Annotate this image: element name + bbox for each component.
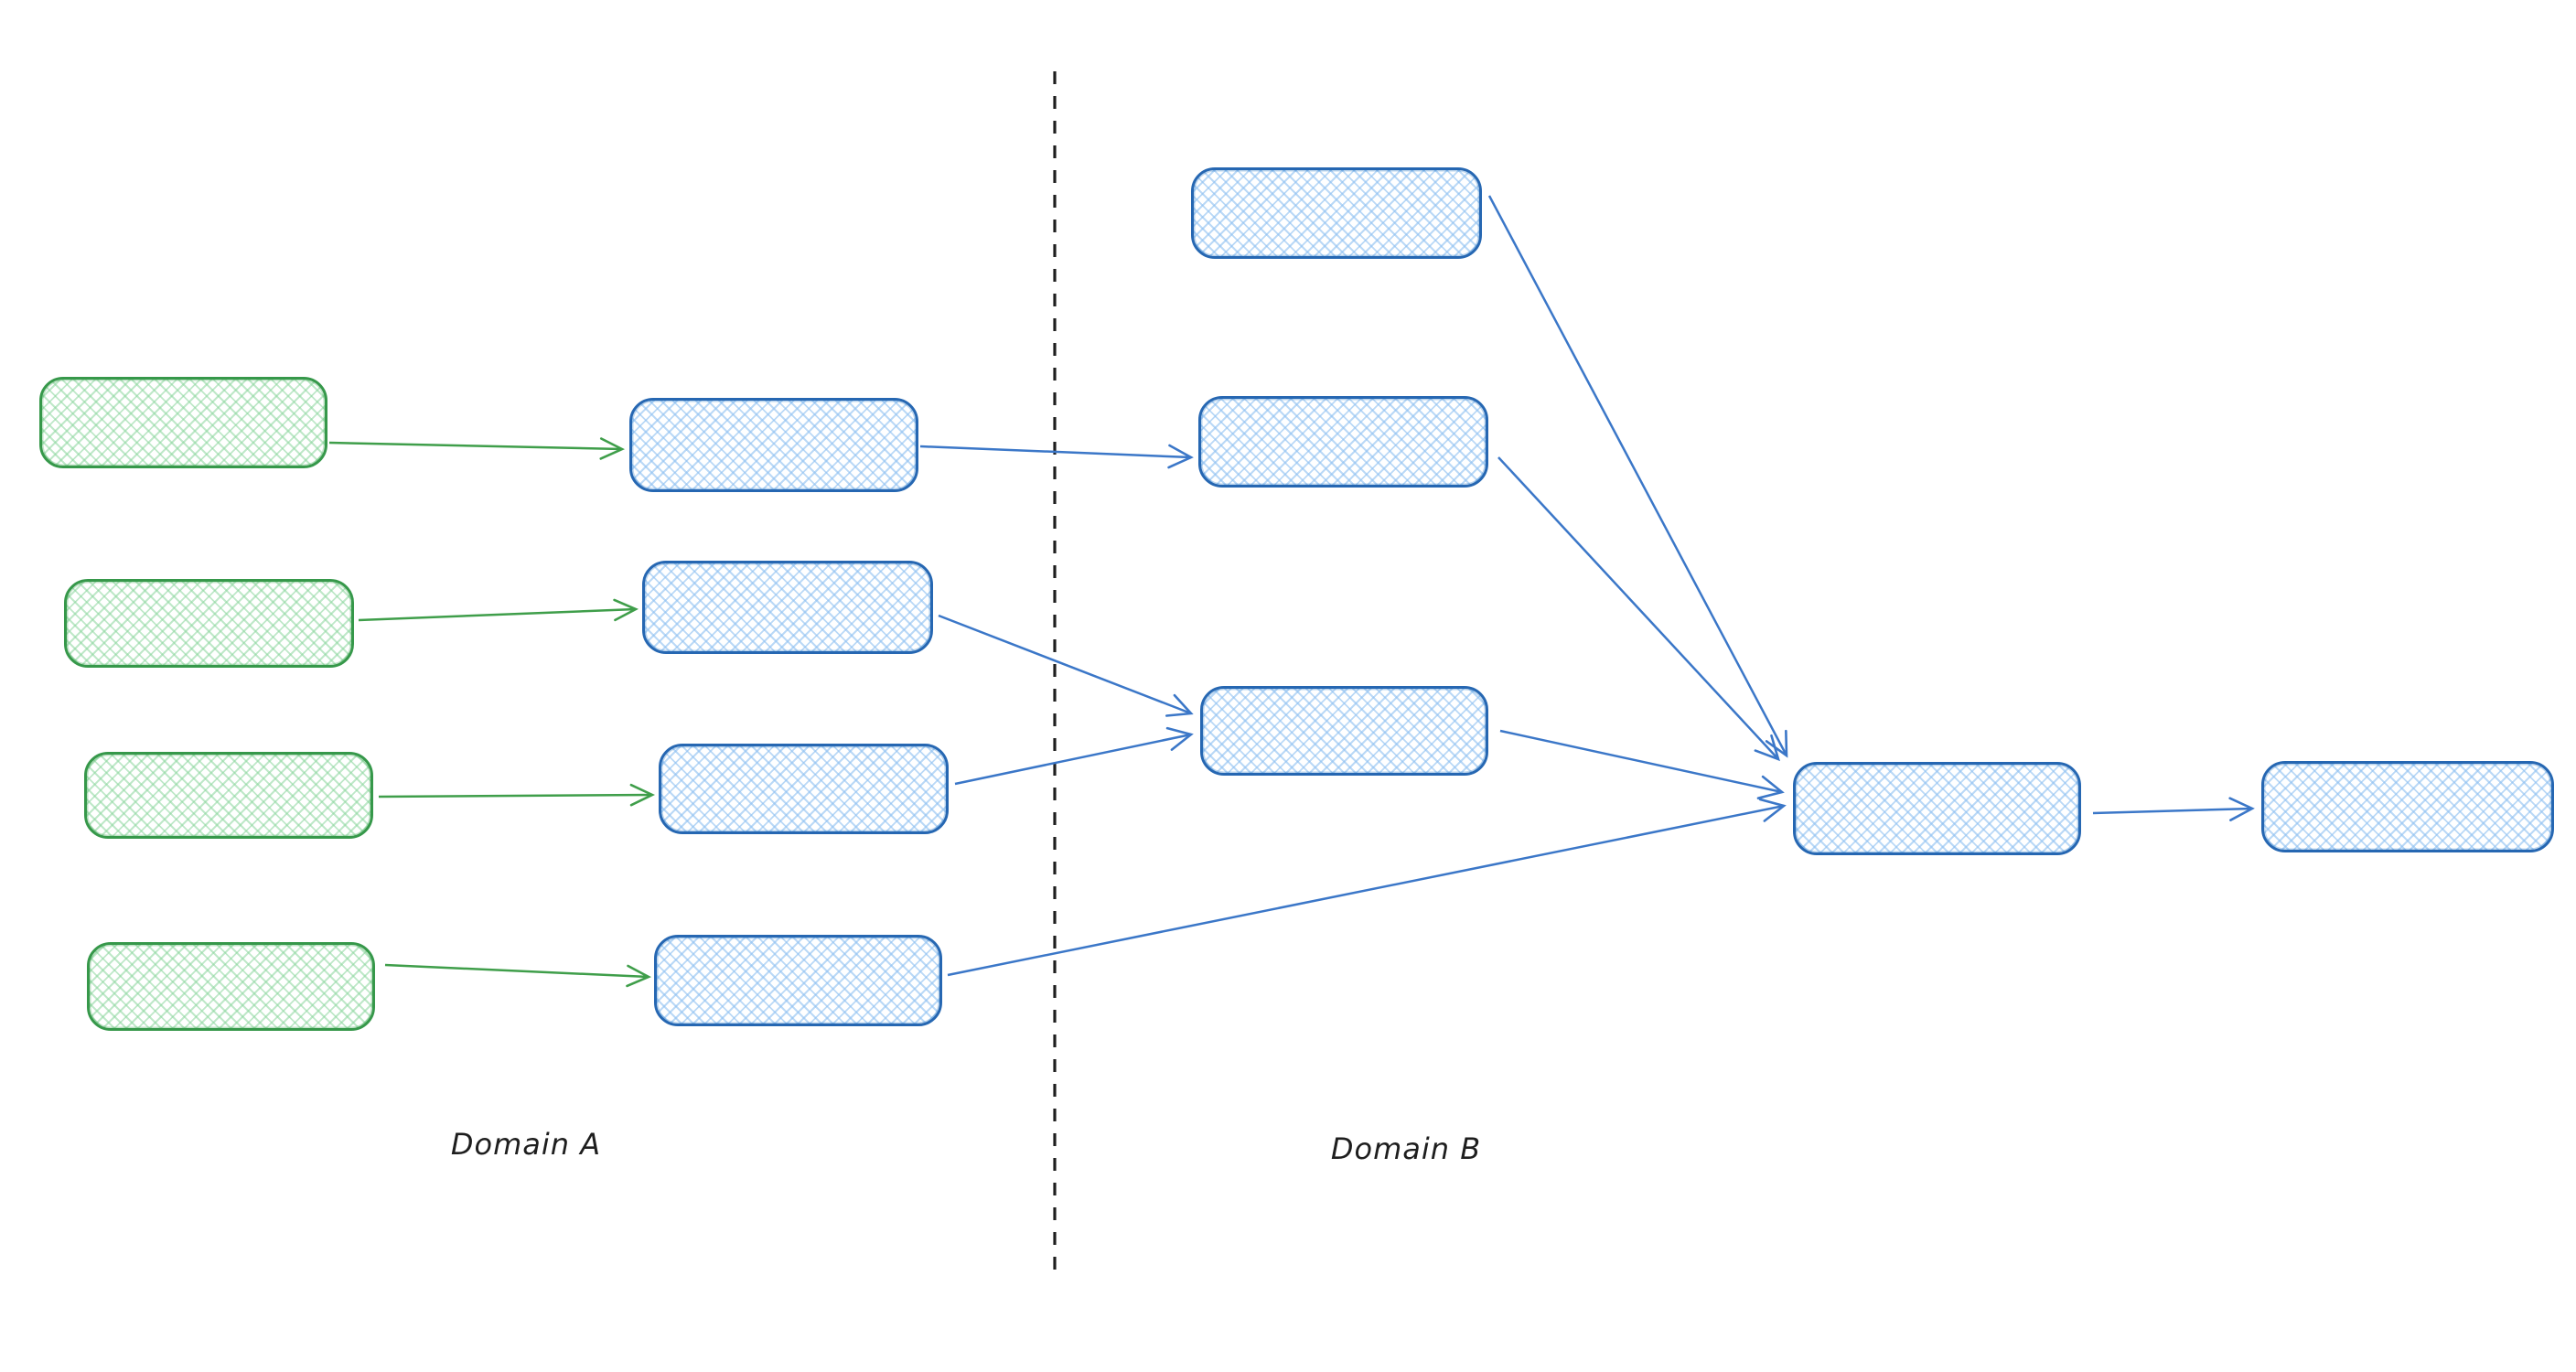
arrow-source3-a3 [378,783,656,807]
domain-a-node-1[interactable] [629,398,918,492]
arrow-source4-a4 [384,963,652,988]
arrow-source2-a2 [358,598,639,622]
domain-b-node-1[interactable] [1191,167,1482,259]
arrow-source1-a1 [328,437,626,460]
arrow-b3-hub [1499,729,1785,799]
arrow-a1-b2 [919,444,1194,469]
domain-a-node-4[interactable] [654,935,942,1026]
domain-a-node-2[interactable] [642,561,933,654]
arrow-a3-b3 [954,726,1194,786]
domain-a-source-3[interactable] [84,752,373,839]
domain-a-label: Domain A [450,1127,602,1162]
domain-b-node-2[interactable] [1198,396,1488,488]
domain-b-label: Domain B [1330,1131,1482,1166]
domain-a-source-2[interactable] [64,579,354,668]
domain-b-node-3[interactable] [1200,686,1488,776]
arrow-a4-hub [947,798,1787,977]
domain-a-source-4[interactable] [87,942,375,1031]
arrow-hub-output [2092,797,2255,821]
arrow-a2-b3 [938,614,1194,717]
domain-b-hub-node[interactable] [1793,762,2081,855]
domain-a-node-3[interactable] [659,744,949,834]
arrow-b1-hub [1487,195,1788,758]
output-node[interactable] [2261,761,2554,852]
domain-a-source-1[interactable] [39,377,327,468]
arrow-b2-hub [1497,456,1780,762]
